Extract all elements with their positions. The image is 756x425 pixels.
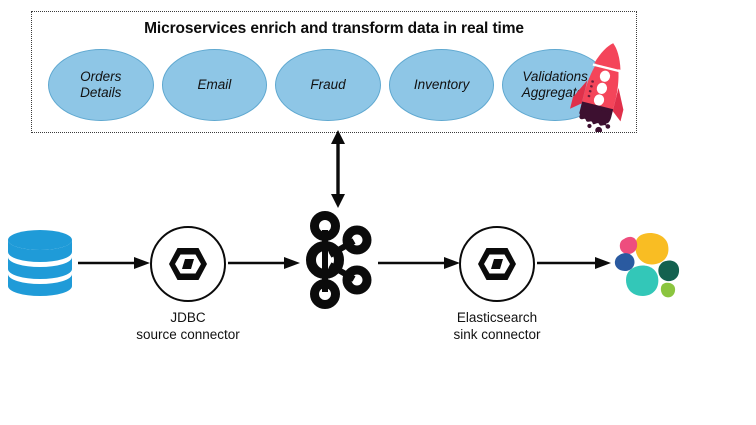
- flow-arrow-connector-to-elasticsearch: [537, 257, 611, 269]
- microservice-label: Email: [197, 77, 232, 93]
- elasticsearch-connector-label: Elasticsearch sink connector: [453, 310, 541, 342]
- kafka-connect-icon: [169, 248, 207, 280]
- microservices-container: Microservices enrich and transform data …: [31, 11, 637, 133]
- flow-arrow-jdbc-to-kafka: [228, 257, 300, 269]
- apache-kafka-icon: [306, 211, 372, 309]
- kafka-connect-icon: [478, 248, 516, 280]
- microservice-email[interactable]: Email: [161, 49, 268, 121]
- rocket-icon: [570, 43, 624, 132]
- jdbc-source-connector-node[interactable]: JDBC source connector: [136, 226, 240, 342]
- elasticsearch-icon: [614, 233, 680, 298]
- microservices-title: Microservices enrich and transform data …: [144, 20, 524, 37]
- microservice-label: Inventory: [413, 77, 470, 93]
- elasticsearch-sink-connector-node[interactable]: Elasticsearch sink connector: [453, 226, 541, 342]
- flow-arrow-kafka-to-es-connector: [378, 257, 460, 269]
- jdbc-connector-label: JDBC source connector: [136, 310, 240, 342]
- microservice-fraud[interactable]: Fraud: [275, 49, 381, 121]
- double-headed-arrow-icon: [331, 130, 345, 208]
- microservice-inventory[interactable]: Inventory: [388, 49, 495, 121]
- microservice-label: Fraud: [310, 77, 346, 93]
- flow-arrow-db-to-jdbc: [78, 257, 150, 269]
- database-cylinder-icon: [8, 230, 72, 296]
